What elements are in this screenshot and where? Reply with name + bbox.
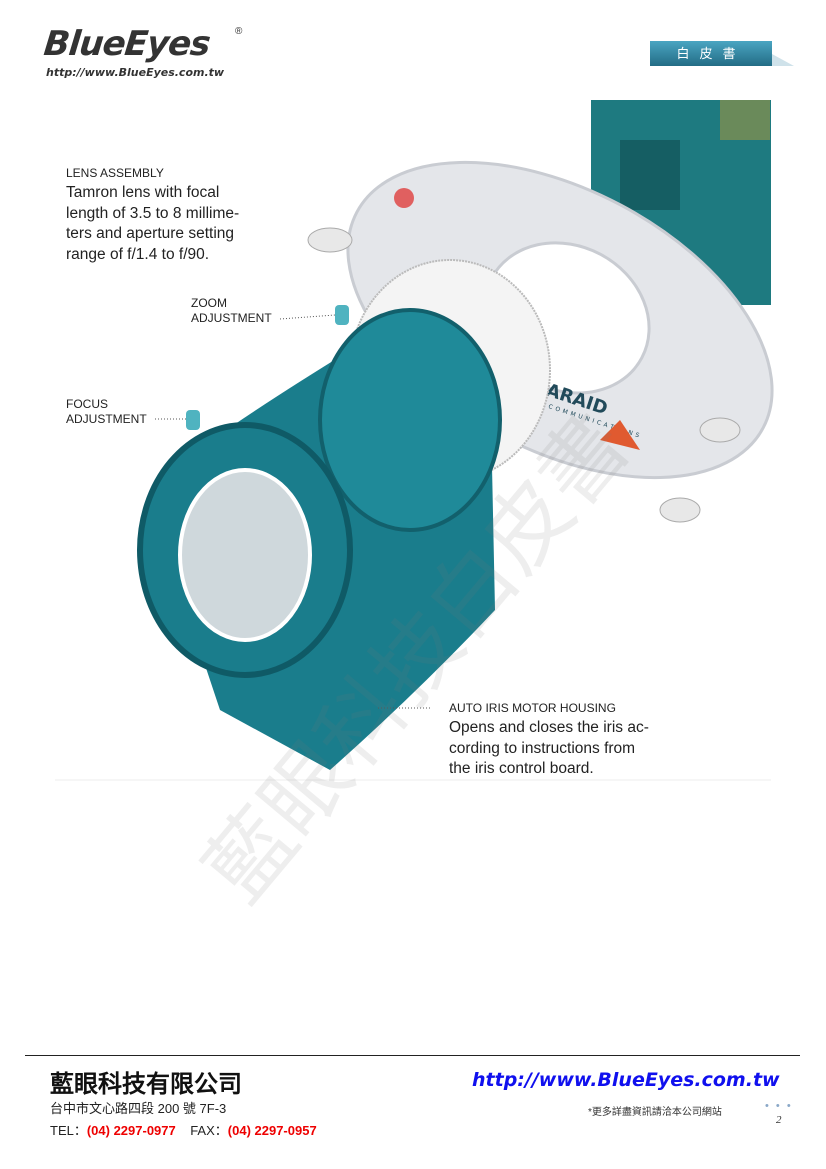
page-number: 2 xyxy=(776,1114,782,1126)
fax-label: FAX： xyxy=(190,1123,228,1138)
screw xyxy=(659,497,701,523)
callout-title: AUTO IRIS MOTOR HOUSING xyxy=(449,701,616,715)
callout-title: LENS ASSEMBLY xyxy=(66,166,164,180)
callout-text: Tamron lens with focal length of 3.5 to … xyxy=(66,183,239,265)
whitepaper-badge: 白皮書 xyxy=(650,41,772,66)
label-line: ZOOM xyxy=(191,296,227,310)
focus-knob xyxy=(186,410,200,430)
callout-line: ters and aperture setting xyxy=(66,225,235,242)
zoom-leader xyxy=(279,314,336,320)
screw xyxy=(307,227,353,253)
dots-decoration: • • • xyxy=(765,1100,793,1112)
zoom-knob xyxy=(335,305,349,325)
lens-illustration: ARAID COMMUNICATIONS xyxy=(55,100,774,781)
callout-line: cording to instructions from xyxy=(449,739,636,757)
footer-note: *更多詳盡資訊請洽本公司網站 xyxy=(588,1107,722,1118)
plate-logo-mark xyxy=(600,420,640,450)
tel-label: TEL： xyxy=(50,1123,87,1138)
callout-line: Opens and closes the iris ac- xyxy=(449,719,649,736)
tel-number: (04) 2297-0977 xyxy=(86,1123,176,1138)
company-name: 藍眼科技有限公司 xyxy=(50,1070,242,1098)
zoom-adjustment-label: ZOOM ADJUSTMENT xyxy=(191,296,272,326)
sensor-chip xyxy=(620,140,680,210)
header-url[interactable]: http://www.BlueEyes.com.tw xyxy=(46,66,225,79)
callout-line: Tamron lens with focal xyxy=(66,184,220,201)
callout-line: range of f/1.4 to f/90. xyxy=(66,245,210,263)
blueeyes-logo: BlueEyes xyxy=(41,24,212,64)
screw xyxy=(699,417,741,443)
lens-barrel xyxy=(318,308,502,532)
callout-line: length of 3.5 to 8 millime- xyxy=(66,204,240,222)
focus-adjustment-label: FOCUS ADJUSTMENT xyxy=(66,397,147,427)
contact-line: TEL：(04) 2297-0977 FAX：(04) 2297-0957 xyxy=(50,1120,317,1139)
fax-number: (04) 2297-0957 xyxy=(227,1123,317,1138)
lens-assembly-callout: LENS ASSEMBLY Tamron lens with focal len… xyxy=(66,166,239,265)
board-components xyxy=(720,100,770,140)
footer-divider xyxy=(25,1055,800,1056)
label-line: ADJUSTMENT xyxy=(66,412,147,426)
label-line: FOCUS xyxy=(66,397,108,411)
badge-tail xyxy=(772,54,794,66)
company-address: 台中市文心路四段 200 號 7F-3 xyxy=(50,1101,227,1116)
callout-line: the iris control board. xyxy=(449,760,594,777)
auto-iris-callout: AUTO IRIS MOTOR HOUSING Opens and closes… xyxy=(449,701,649,780)
footer-url[interactable]: http://www.BlueEyes.com.tw xyxy=(472,1069,780,1091)
label-line: ADJUSTMENT xyxy=(191,311,272,325)
callout-text: Opens and closes the iris ac- cording to… xyxy=(449,718,649,780)
lens-glass xyxy=(178,468,312,642)
plate-led xyxy=(394,188,414,208)
registered-mark: ® xyxy=(235,26,243,37)
